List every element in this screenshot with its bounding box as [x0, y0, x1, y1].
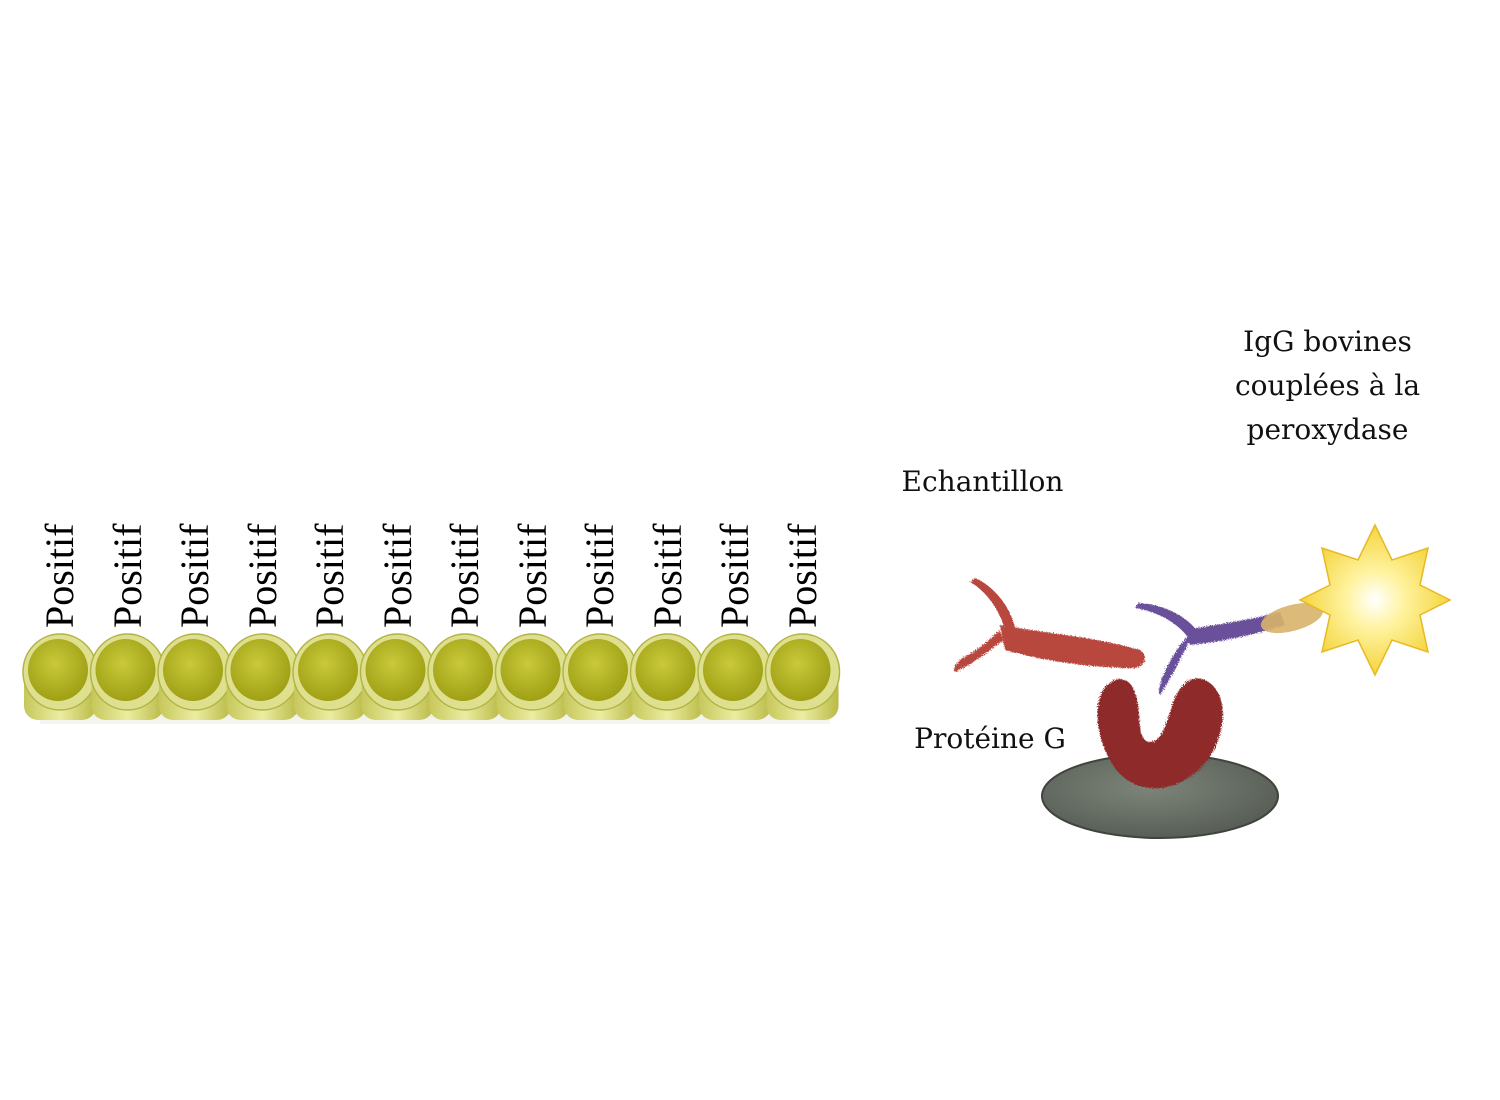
well-label: Positif: [509, 523, 555, 628]
well-liquid: [95, 639, 156, 701]
sample-antibody: [954, 578, 1145, 672]
well-label: Positif: [779, 523, 825, 628]
well-liquid: [365, 639, 426, 701]
well-liquid: [298, 639, 358, 701]
igg-label-line2: couplées à la: [1234, 369, 1421, 402]
well-liquid: [230, 639, 291, 701]
well-liquid: [568, 639, 628, 701]
well-label: Positif: [644, 523, 690, 628]
well-label: Positif: [374, 523, 420, 628]
well-liquid: [635, 639, 696, 701]
well-label: Positif: [712, 523, 757, 628]
well-liquid: [770, 639, 831, 701]
peroxidase-tip: [1260, 602, 1324, 634]
well-liquid: [163, 639, 223, 701]
well-label: Positif: [239, 523, 285, 628]
protein-g-shape: [1097, 678, 1223, 789]
protein-g-label: Protéine G: [914, 722, 1066, 755]
well-label: Positif: [172, 523, 217, 628]
well-liquid: [500, 639, 561, 701]
well-strip: [22, 633, 841, 720]
igg-label-line3: peroxydase: [1246, 413, 1409, 446]
well-label: Positif: [442, 523, 487, 628]
well-label: Positif: [577, 523, 622, 628]
enzyme-star-icon: [1298, 523, 1452, 677]
igg-antibody: [1135, 603, 1285, 695]
well-liquid: [433, 639, 493, 701]
well-label: Positif: [104, 523, 150, 628]
igg-label-line1: IgG bovines: [1243, 325, 1412, 358]
well-liquid: [703, 639, 763, 701]
well-liquid: [28, 639, 88, 701]
well-label: Positif: [307, 523, 352, 628]
sample-label: Echantillon: [901, 465, 1064, 498]
well-label: Positif: [37, 523, 82, 628]
